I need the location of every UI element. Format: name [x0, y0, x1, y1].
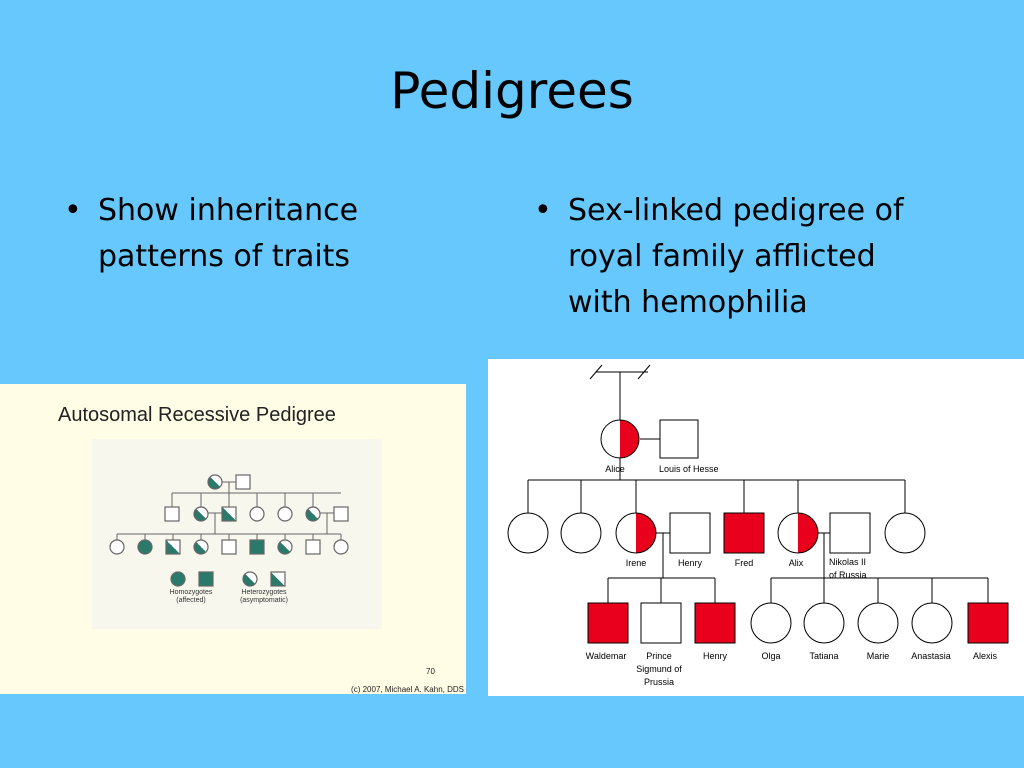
legend-affected-label-1: Homozygotes	[170, 589, 213, 596]
label-prince-1: Prince	[646, 651, 672, 661]
unaffected-male-symbol	[221, 539, 237, 555]
right-bullet-list: Sex-linked pedigree of royal family affl…	[528, 188, 948, 326]
prince-sigmund-symbol	[640, 602, 682, 644]
irene-carrier-symbol	[615, 512, 657, 554]
fred-affected-symbol	[723, 512, 765, 554]
carrier-male-symbol	[165, 539, 181, 555]
henry-affected-symbol	[694, 602, 736, 644]
label-marie: Marie	[867, 651, 890, 661]
unaffected-male-symbol	[235, 474, 251, 490]
unaffected-female-symbol	[333, 539, 349, 555]
alexis-affected-symbol	[967, 602, 1009, 644]
alice-carrier-symbol	[600, 419, 640, 459]
label-olga: Olga	[761, 651, 780, 661]
anastasia-symbol	[911, 602, 953, 644]
label-anastasia: Anastasia	[911, 651, 951, 661]
left-bullet-list: Show inheritance patterns of traits	[58, 188, 438, 280]
royal-pedigree-panel: Alice Louis of Hesse Irene Henry Fred Al…	[488, 359, 1024, 696]
carrier-female-symbol	[207, 474, 223, 490]
daughter-symbol	[560, 512, 602, 554]
label-henry: Henry	[678, 558, 703, 568]
label-alexis: Alexis	[973, 651, 998, 661]
carrier-female-symbol	[305, 506, 321, 522]
label-nikolas-1: Nikolas II	[829, 557, 866, 567]
affected-female-symbol	[137, 539, 153, 555]
unaffected-male-symbol	[305, 539, 321, 555]
legend-affected-label-2: (affected)	[176, 597, 205, 604]
henry-symbol	[669, 512, 711, 554]
legend-carrier-label-1: Heterozygotes	[241, 589, 287, 596]
autosomal-pedigree-panel: Autosomal Recessive Pedigree	[0, 384, 466, 694]
label-alice: Alice	[605, 464, 625, 474]
legend-affected-male-symbol	[198, 571, 214, 587]
alix-carrier-symbol	[777, 512, 819, 554]
royal-lines	[527, 364, 989, 603]
unaffected-female-symbol	[277, 506, 293, 522]
label-tatiana: Tatiana	[809, 651, 838, 661]
label-alix: Alix	[789, 558, 804, 568]
carrier-female-symbol	[193, 506, 209, 522]
royal-pedigree-diagram: Alice Louis of Hesse Irene Henry Fred Al…	[507, 364, 1009, 687]
unaffected-female-symbol	[109, 539, 125, 555]
label-prince-3: Prussia	[644, 677, 674, 687]
label-louis: Louis of Hesse	[659, 464, 719, 474]
legend-carrier-label-2: (asymptomatic)	[240, 597, 288, 604]
carrier-female-symbol	[277, 539, 293, 555]
unaffected-male-symbol	[164, 506, 180, 522]
olga-symbol	[750, 602, 792, 644]
legend-carrier-male-symbol	[270, 571, 286, 587]
copyright-notice: (c) 2007, Michael A. Kahn, DDS	[351, 685, 464, 694]
carrier-female-symbol	[193, 539, 209, 555]
royal-symbols	[507, 419, 1009, 644]
autosomal-lines	[116, 481, 342, 540]
autosomal-symbols	[109, 474, 349, 587]
label-nikolas-2: of Russia	[829, 570, 867, 580]
label-henry-son: Henry	[703, 651, 728, 661]
affected-male-symbol	[249, 539, 265, 555]
nikolas-symbol	[829, 512, 871, 554]
unaffected-female-symbol	[249, 506, 265, 522]
tatiana-symbol	[803, 602, 845, 644]
legend-affected-female-symbol	[170, 571, 186, 587]
daughter-symbol	[884, 512, 926, 554]
slide-title: Pedigrees	[390, 62, 634, 120]
page-number: 70	[426, 667, 435, 676]
autosomal-pedigree-diagram: Autosomal Recessive Pedigree	[58, 404, 464, 694]
label-prince-2: Sigmund of	[636, 664, 682, 674]
legend-carrier-female-symbol	[242, 571, 258, 587]
daughter-symbol	[507, 512, 549, 554]
marie-symbol	[857, 602, 899, 644]
carrier-male-symbol	[221, 506, 237, 522]
label-waldemar: Waldemar	[586, 651, 627, 661]
autosomal-title: Autosomal Recessive Pedigree	[58, 404, 336, 426]
unaffected-male-symbol	[333, 506, 349, 522]
louis-symbol	[659, 419, 699, 459]
label-fred: Fred	[735, 558, 754, 568]
waldemar-affected-symbol	[587, 602, 629, 644]
bullet-item: Sex-linked pedigree of royal family affl…	[528, 188, 948, 326]
label-irene: Irene	[626, 558, 647, 568]
bullet-item: Show inheritance patterns of traits	[58, 188, 438, 280]
